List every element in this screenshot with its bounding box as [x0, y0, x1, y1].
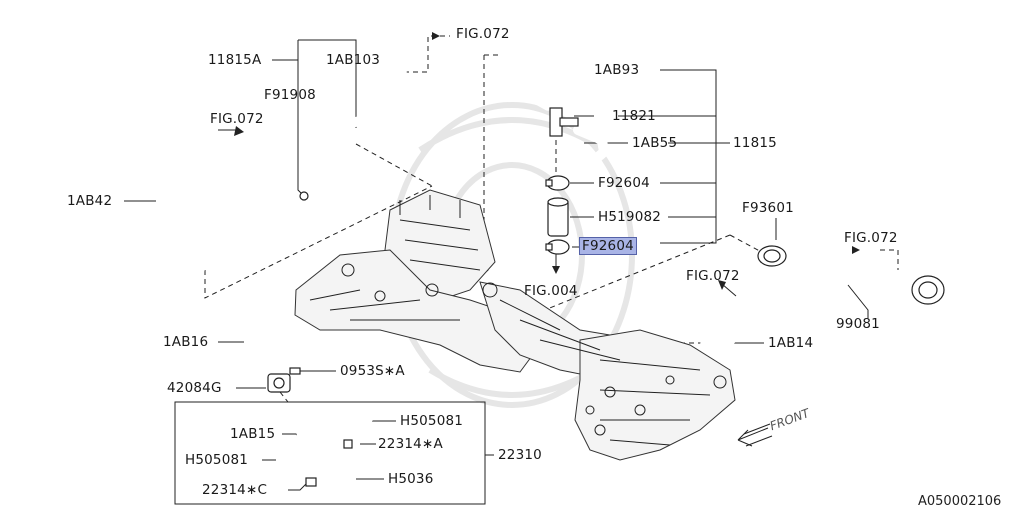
label-1AB93: 1AB93 — [594, 62, 640, 78]
label-11815: 11815 — [733, 135, 777, 151]
label-F91908: F91908 — [264, 87, 316, 103]
diagram-id: A050002106 — [918, 494, 1002, 509]
label-11821: 11821 — [612, 108, 656, 124]
label-22314A: 22314∗A — [378, 436, 443, 452]
label-99081: 99081 — [836, 316, 880, 332]
label-1AB14: 1AB14 — [768, 335, 814, 351]
label-H505081-b: H505081 — [185, 452, 249, 468]
label-H5036: H5036 — [388, 471, 434, 487]
label-F92604-a: F92604 — [598, 175, 650, 191]
label-22314C: 22314∗C — [202, 482, 268, 498]
label-1AB103: 1AB103 — [326, 52, 381, 68]
label-H505081-a: H505081 — [400, 413, 464, 429]
label-1AB42: 1AB42 — [67, 193, 113, 209]
intake-manifold-assembly — [294, 189, 736, 461]
label-fig072-mid: FIG.072 — [686, 268, 740, 284]
label-0953SA: 0953S∗A — [340, 363, 405, 379]
label-F92604-b-highlighted[interactable]: F92604 — [579, 237, 637, 255]
label-H519082: H519082 — [598, 209, 662, 225]
label-F93601: F93601 — [742, 200, 794, 216]
label-11815A: 11815A — [208, 52, 262, 68]
label-1AB15: 1AB15 — [230, 426, 276, 442]
front-arrow-icon — [737, 423, 773, 447]
small-parts — [267, 107, 945, 487]
label-fig072-left: FIG.072 — [210, 111, 264, 127]
label-fig004: FIG.004 — [524, 283, 578, 299]
label-22310: 22310 — [498, 447, 542, 463]
label-42084G: 42084G — [167, 380, 222, 396]
hoses — [162, 57, 912, 488]
label-1AB55: 1AB55 — [632, 135, 678, 151]
label-1AB16: 1AB16 — [163, 334, 209, 350]
fig-arrows — [234, 32, 860, 254]
label-fig072-right: FIG.072 — [844, 230, 898, 246]
label-fig072-top: FIG.072 — [456, 26, 510, 42]
